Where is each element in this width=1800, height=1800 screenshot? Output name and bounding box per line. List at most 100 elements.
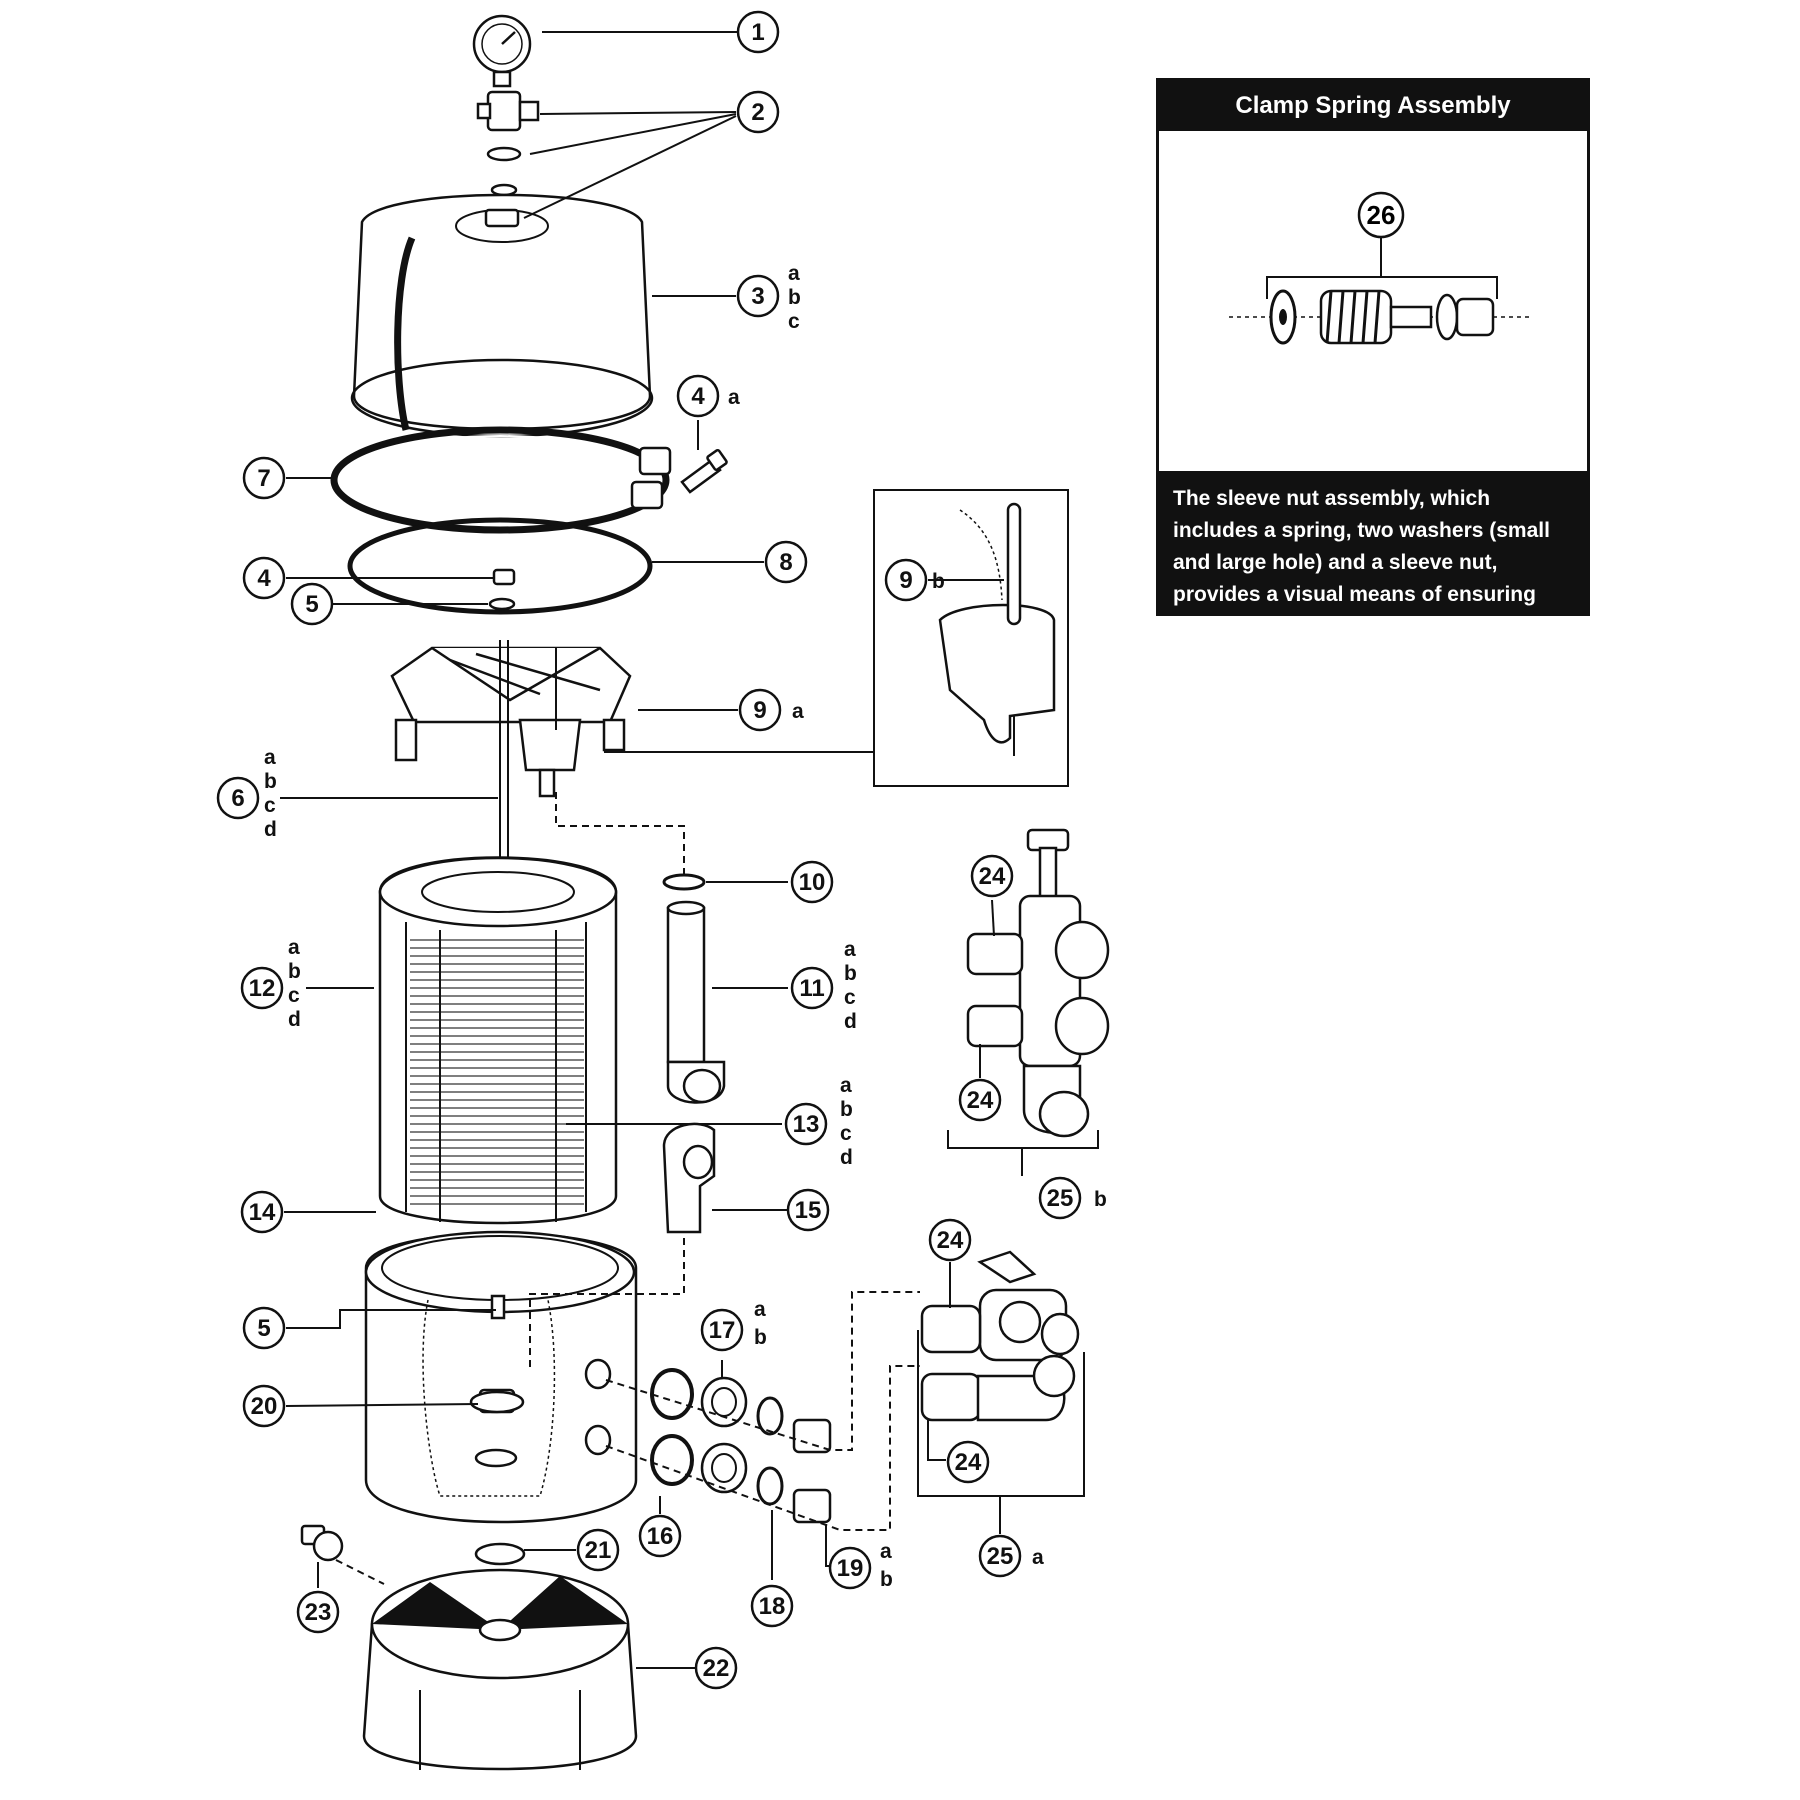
- callout-number: 24: [955, 1449, 982, 1476]
- callout-11: 11 a b c d: [790, 938, 857, 1033]
- tank-lid: [350, 193, 654, 438]
- callout-26: 26: [1357, 191, 1405, 239]
- clamp-band: [330, 426, 672, 534]
- callout-5-bottom: 5: [242, 1306, 286, 1350]
- callout-letter: b: [754, 1326, 767, 1349]
- dashed-guides: [335, 792, 920, 1585]
- clamp-panel-title: Clamp Spring Assembly: [1159, 81, 1587, 131]
- callout-7: 7: [242, 456, 286, 500]
- callout-4a: 4 a: [676, 374, 740, 418]
- callout-25b: 25 b: [1038, 1176, 1107, 1220]
- callout-10: 10: [790, 860, 834, 904]
- callout-letter: b: [788, 286, 801, 309]
- callout-letter: c: [264, 794, 276, 817]
- callout-letter: c: [788, 310, 800, 333]
- callout-9a: 9 a: [738, 688, 804, 732]
- callout-number: 26: [1367, 200, 1396, 230]
- callout-number: 15: [795, 1197, 822, 1224]
- tank-body: [364, 1230, 638, 1524]
- callout-number: 4: [691, 383, 705, 410]
- callout-letter: d: [288, 1008, 301, 1031]
- callout-9b: 9 b: [884, 558, 945, 602]
- callout-16: 16: [638, 1514, 682, 1558]
- callout-number: 5: [257, 1315, 270, 1342]
- callout-20: 20: [242, 1384, 286, 1428]
- manifold: [390, 640, 632, 890]
- callout-letter: d: [844, 1010, 857, 1033]
- callout-21: 21: [576, 1528, 620, 1572]
- callout-number: 9: [753, 697, 766, 724]
- callout-letter: b: [880, 1568, 893, 1591]
- callout-number: 22: [703, 1655, 730, 1682]
- callout-3: 3 a b c: [736, 262, 801, 333]
- callout-number: 25: [987, 1543, 1014, 1570]
- callout-letter: a: [288, 936, 300, 959]
- callout-number: 21: [585, 1537, 612, 1564]
- callout-14: 14: [240, 1190, 284, 1234]
- callout-number: 1: [751, 19, 764, 46]
- push-pull-valve: [966, 828, 1110, 1138]
- callout-number: 24: [967, 1087, 994, 1114]
- callout-number: 2: [751, 99, 764, 126]
- callout-number: 24: [979, 863, 1006, 890]
- spring-coils: [1325, 290, 1381, 344]
- callout-number: 9: [899, 567, 912, 594]
- callout-number: 14: [249, 1199, 276, 1226]
- callout-8: 8: [764, 540, 808, 584]
- callout-18: 18: [750, 1584, 794, 1628]
- callout-number: 8: [779, 549, 792, 576]
- callout-2: 2: [736, 90, 780, 134]
- callout-5-top: 5: [290, 582, 334, 626]
- callout-24-upper-b: 24: [958, 1078, 1002, 1122]
- bulkhead-fittings: [650, 1368, 832, 1524]
- callout-23: 23: [296, 1590, 340, 1634]
- callout-letter: a: [880, 1540, 892, 1563]
- callout-number: 3: [751, 283, 764, 310]
- callout-letter: c: [844, 986, 856, 1009]
- air-relief-tube: [666, 900, 726, 1104]
- callout-15: 15: [786, 1188, 830, 1232]
- callout-12: 12 a b c d: [240, 936, 301, 1031]
- leader-lines: [280, 31, 1099, 1669]
- tube-o-ring: [662, 873, 706, 891]
- tank-o-ring: [347, 517, 653, 615]
- callout-13: 13 a b c d: [784, 1074, 853, 1169]
- callout-number: 18: [759, 1593, 786, 1620]
- cartridge-element: [378, 856, 618, 1225]
- clamp-spring-assembly-panel: Clamp Spring Assembly 26 The sleeve nut …: [1156, 78, 1590, 638]
- callout-24-upper-a: 24: [970, 854, 1014, 898]
- callout-24-lower-a: 24: [928, 1218, 972, 1262]
- filter-base: [300, 1524, 638, 1771]
- nut: [492, 568, 516, 586]
- callout-17: 17 a b: [700, 1298, 767, 1352]
- callout-letter: a: [844, 938, 856, 961]
- callout-letter: b: [932, 570, 945, 593]
- callout-number: 23: [305, 1599, 332, 1626]
- callout-letter: c: [288, 984, 300, 1007]
- callout-letter: c: [840, 1122, 852, 1145]
- callout-letter: b: [844, 962, 857, 985]
- callout-letter: a: [728, 386, 740, 409]
- callout-letter: a: [792, 700, 804, 723]
- callout-number: 16: [647, 1523, 674, 1550]
- callout-letter: b: [264, 770, 277, 793]
- elbow: [662, 1122, 716, 1234]
- callout-number: 5: [305, 591, 318, 618]
- callout-letter: b: [840, 1098, 853, 1121]
- clamp-bolt: [680, 448, 728, 494]
- clamp-panel-caption: The sleeve nut assembly, which includes …: [1159, 471, 1587, 638]
- callout-number: 7: [257, 465, 270, 492]
- callout-letter: a: [754, 1298, 766, 1321]
- manifold-detail-inset: [873, 489, 1069, 787]
- callout-number: 20: [251, 1393, 278, 1420]
- callout-letter: d: [264, 818, 277, 841]
- callout-number: 6: [231, 785, 244, 812]
- callout-number: 17: [709, 1317, 736, 1344]
- callout-number: 4: [257, 565, 271, 592]
- clamp-spring-illustration: 26: [1229, 191, 1529, 345]
- callout-number: 24: [937, 1227, 964, 1254]
- callout-number: 12: [249, 975, 276, 1002]
- callout-number: 11: [799, 975, 824, 1002]
- callout-letter: a: [840, 1074, 852, 1097]
